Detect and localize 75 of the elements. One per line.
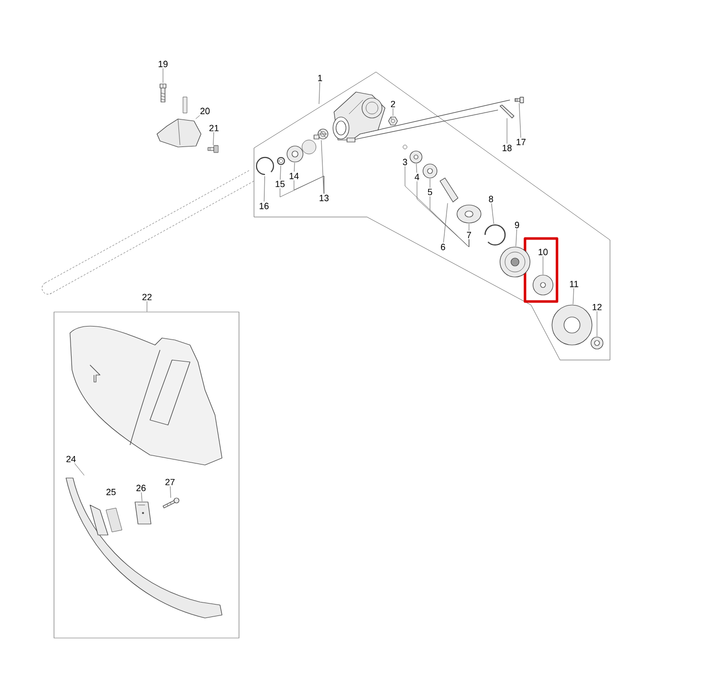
callout-number: 25 — [106, 488, 116, 496]
leader-line — [491, 203, 494, 224]
leader-line — [294, 162, 295, 172]
leader-line — [280, 176, 324, 198]
washer-drawing — [410, 150, 422, 164]
cap-drawing — [552, 304, 592, 346]
shaft-drawing — [440, 178, 458, 202]
leader-line — [196, 115, 200, 120]
bolt-drawing — [500, 104, 514, 118]
callout-number: 1 — [318, 74, 322, 82]
callout-number: 21 — [209, 124, 219, 132]
leader-line — [468, 223, 470, 231]
leader-line — [264, 176, 265, 202]
leader-line — [430, 196, 470, 248]
retaining-ring-drawing — [256, 156, 274, 176]
leader-line — [170, 486, 171, 498]
leader-line — [596, 311, 598, 337]
blade-guard-drawing — [66, 478, 222, 618]
group-frame — [54, 312, 240, 638]
gear-drawing — [314, 128, 328, 140]
callout-number: 19 — [158, 60, 168, 68]
callout-number: 12 — [592, 304, 602, 310]
plate-drawing — [134, 502, 152, 524]
leader-line — [280, 165, 282, 180]
leader-line — [542, 256, 544, 275]
pulley-drawing — [500, 246, 530, 278]
leader-line — [146, 301, 148, 312]
screw-drawing — [162, 498, 180, 508]
callout-number: 3 — [402, 158, 408, 166]
callout-number: 8 — [488, 196, 494, 202]
leader-line — [74, 463, 84, 476]
callout-number: 2 — [390, 100, 396, 108]
callout-number: 17 — [516, 138, 526, 146]
callout-number: 27 — [165, 478, 175, 486]
washer-drawing — [456, 204, 482, 224]
callout-number: 5 — [428, 188, 432, 196]
leader-line — [212, 132, 214, 146]
nut-drawing — [590, 336, 604, 350]
screw-drawing — [208, 145, 218, 153]
callout-number: 26 — [136, 484, 146, 492]
callout-number: 16 — [260, 202, 269, 210]
callout-number: 9 — [514, 222, 520, 228]
leader-line — [162, 68, 164, 84]
bolt-drawing — [160, 84, 166, 102]
callout-number: 6 — [440, 244, 446, 250]
bearing-drawing — [286, 146, 304, 162]
callout-number: 24 — [66, 456, 76, 462]
callout-number: 10 — [538, 248, 548, 256]
highlight-frame — [524, 237, 558, 303]
callout-number: 20 — [200, 108, 210, 114]
nut-drawing — [388, 116, 398, 126]
leader-line — [506, 118, 508, 144]
snap-ring-drawing — [277, 157, 285, 165]
callout-number: 14 — [290, 172, 299, 180]
clamp-drawing — [156, 118, 202, 148]
leader-line — [518, 102, 522, 138]
leader-line — [392, 108, 394, 116]
leader-line — [318, 82, 320, 104]
callout-number: 22 — [142, 294, 152, 300]
leader-line — [443, 202, 448, 243]
washer-drawing — [422, 164, 438, 178]
callout-number: 15 — [276, 180, 285, 188]
leader-line — [141, 492, 142, 502]
bolt-drawing — [514, 96, 524, 104]
leader-line — [516, 229, 518, 247]
leader-line — [572, 288, 574, 305]
gear-head-drawing — [332, 92, 386, 142]
callout-number: 18 — [502, 144, 512, 152]
retaining-ring-drawing — [484, 224, 506, 246]
washer-drawing — [532, 274, 554, 296]
leader-line — [416, 163, 418, 173]
callout-number: 11 — [570, 280, 578, 288]
callout-number: 13 — [320, 194, 329, 202]
callout-number: 7 — [466, 232, 472, 238]
callout-number: 4 — [414, 174, 420, 180]
